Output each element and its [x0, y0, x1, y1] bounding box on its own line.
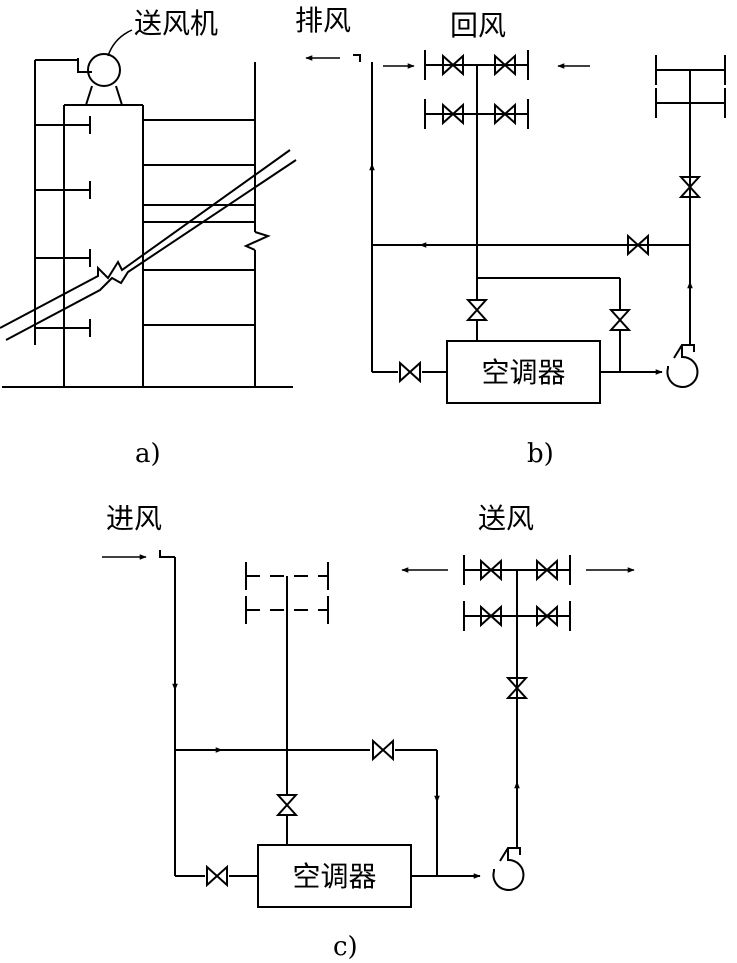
fan-icon	[492, 847, 525, 891]
caption-b: b)	[527, 439, 554, 469]
wall-break-mark	[243, 231, 271, 251]
unit-label: 空调器	[292, 860, 376, 893]
valve-icon	[206, 866, 228, 886]
exhaust-opening	[353, 54, 361, 62]
fan-icon	[666, 344, 699, 388]
unit-label: 空调器	[481, 356, 565, 389]
dashed-grilles	[245, 562, 329, 624]
intake-label: 进风	[106, 502, 162, 535]
valve-icon	[277, 794, 297, 816]
fan-leader-line	[107, 29, 133, 57]
valve-icon	[372, 740, 394, 760]
supply-fan-icon	[77, 53, 123, 106]
panel-c: 进风 送风 空调器	[102, 502, 635, 962]
supply-grilles	[463, 555, 571, 631]
air-handling-unit	[446, 340, 601, 404]
return-label: 回风	[450, 9, 506, 42]
branch-outlets	[35, 116, 91, 337]
caption-c: c)	[333, 932, 358, 962]
air-handling-unit	[257, 844, 412, 908]
valve-icon	[467, 299, 487, 321]
valve-icon	[399, 362, 421, 382]
valve-icon	[610, 309, 630, 331]
fan-label: 送风机	[134, 7, 218, 40]
panel-b: 排风 回风 空调器	[295, 4, 726, 469]
panel-a: 送风机 a)	[0, 7, 297, 469]
caption-a: a)	[135, 439, 161, 469]
exhaust-label: 排风	[295, 4, 351, 37]
floor-slabs	[143, 119, 255, 326]
supply-grilles	[655, 55, 726, 118]
supply-label: 送风	[478, 502, 534, 535]
intake-opening	[159, 550, 175, 558]
section-break-line	[0, 149, 297, 341]
